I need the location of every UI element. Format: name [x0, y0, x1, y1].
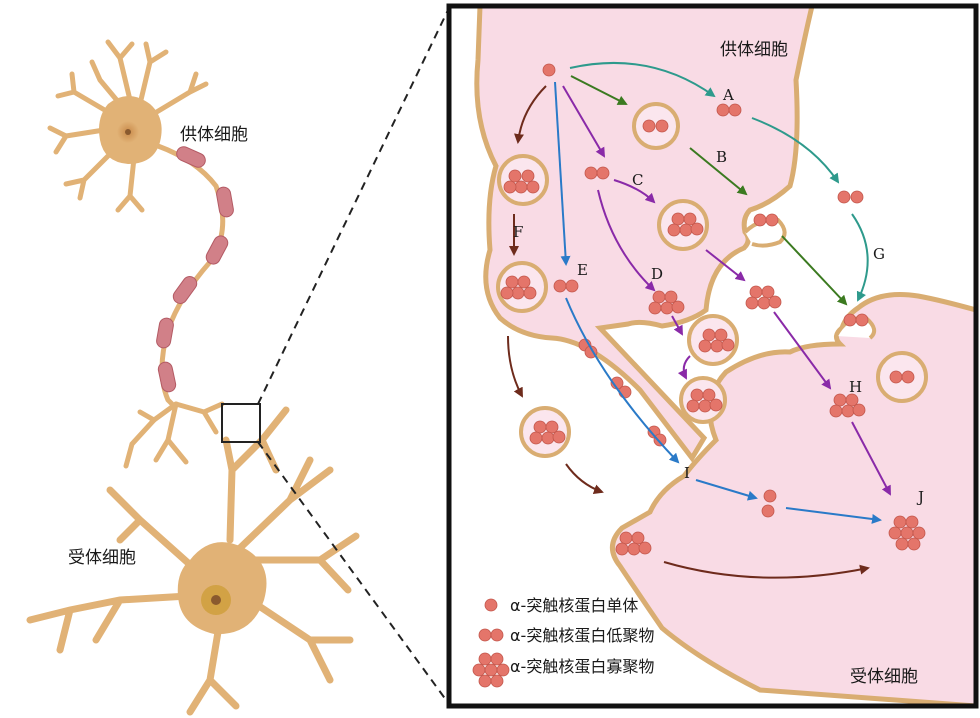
label-G: G: [873, 245, 885, 263]
label-H: H: [849, 378, 862, 396]
legend-monomer-icon: [485, 599, 497, 611]
recipient-label-right: 受体细胞: [850, 667, 918, 687]
label-E: E: [577, 261, 588, 279]
legend-oligomer-label: α-突触核蛋白低聚物: [510, 626, 654, 645]
label-D: D: [651, 265, 663, 283]
zoom-line-bottom: [258, 442, 449, 704]
donor-neuron: [50, 42, 234, 466]
label-F: F: [513, 223, 523, 241]
zoom-line-top: [258, 8, 449, 404]
recipient-label-left: 受体细胞: [68, 548, 136, 568]
label-A: A: [722, 86, 734, 104]
label-I: I: [684, 464, 690, 482]
label-C: C: [632, 171, 643, 189]
legend-aggregate-label: α-突触核蛋白寡聚物: [510, 657, 654, 676]
zoom-box: [222, 404, 260, 442]
label-J: J: [916, 488, 924, 506]
donor-label-left: 供体细胞: [180, 125, 248, 145]
donor-label-right: 供体细胞: [720, 40, 788, 60]
legend-monomer-label: α-突触核蛋白单体: [510, 596, 638, 615]
label-B: B: [716, 148, 727, 166]
